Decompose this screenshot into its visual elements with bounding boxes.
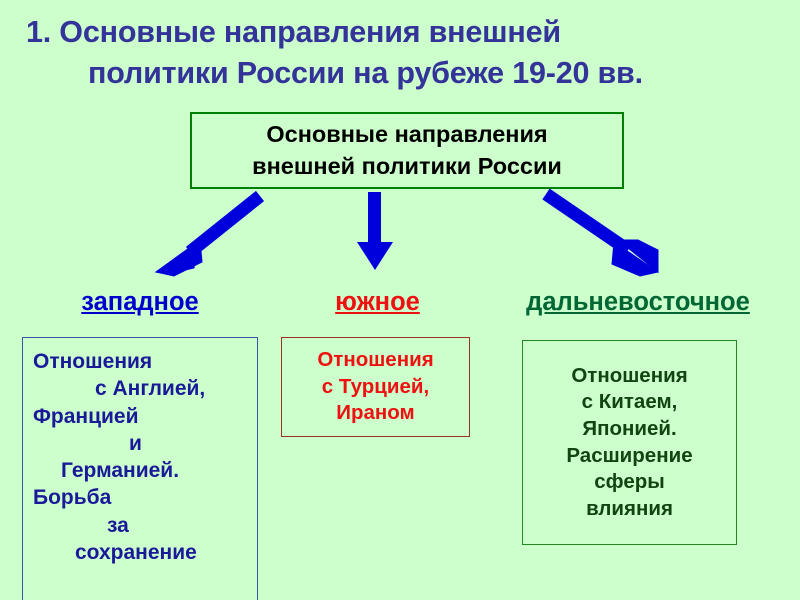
- root-concept-line-1: Основные направления: [266, 121, 548, 148]
- branch-box-east-line: Японией.: [582, 416, 677, 440]
- branch-box-west-line: Германией.: [61, 459, 180, 483]
- branch-box-west-line: Отношения: [33, 350, 153, 373]
- branch-box-south-line: с Турцией,: [321, 374, 430, 398]
- branch-box-east-line: влияния: [586, 496, 673, 520]
- root-concept-line-2: внешней политики России: [252, 152, 562, 179]
- page-title: 1. Основные направления внешней политики…: [26, 12, 774, 93]
- branch-box-south: Отношения с Турцией, Ираном: [281, 337, 470, 437]
- branch-box-west-line: за: [107, 513, 129, 537]
- branch-box-south-line: Отношения: [317, 348, 434, 372]
- page-title-line-2: политики России на рубеже 19-20 вв.: [88, 55, 643, 90]
- page-title-line-1: 1. Основные направления внешней: [26, 15, 561, 49]
- arrow-down-left-icon: [154, 190, 265, 277]
- branch-box-east-line: с Китаем,: [581, 390, 678, 414]
- branch-box-east: Отношения с Китаем, Японией. Расширение …: [522, 340, 737, 545]
- branch-heading-east: дальневосточное: [526, 288, 750, 316]
- arrow-down-right-icon: [542, 188, 660, 277]
- arrow-down-icon: [357, 192, 393, 270]
- branch-box-east-line: Расширение: [566, 443, 693, 467]
- branch-box-west: Отношения с Англией, Францией и Германие…: [22, 337, 258, 600]
- branch-heading-west: западное: [81, 288, 199, 316]
- branch-box-west-line: Борьба: [33, 486, 112, 510]
- branch-box-west-line: и: [129, 431, 142, 455]
- branch-box-west-line: с Англией,: [95, 377, 206, 401]
- branch-box-south-line: Ираном: [336, 401, 415, 425]
- branch-box-east-line: сферы: [594, 470, 665, 494]
- branch-heading-south: южное: [335, 288, 420, 316]
- branch-box-east-line: Отношения: [571, 363, 688, 387]
- branch-box-west-line: сохранение: [75, 541, 197, 565]
- root-concept-box: Основные направления внешней политики Ро…: [190, 112, 624, 189]
- branch-box-west-line: Францией: [33, 404, 139, 428]
